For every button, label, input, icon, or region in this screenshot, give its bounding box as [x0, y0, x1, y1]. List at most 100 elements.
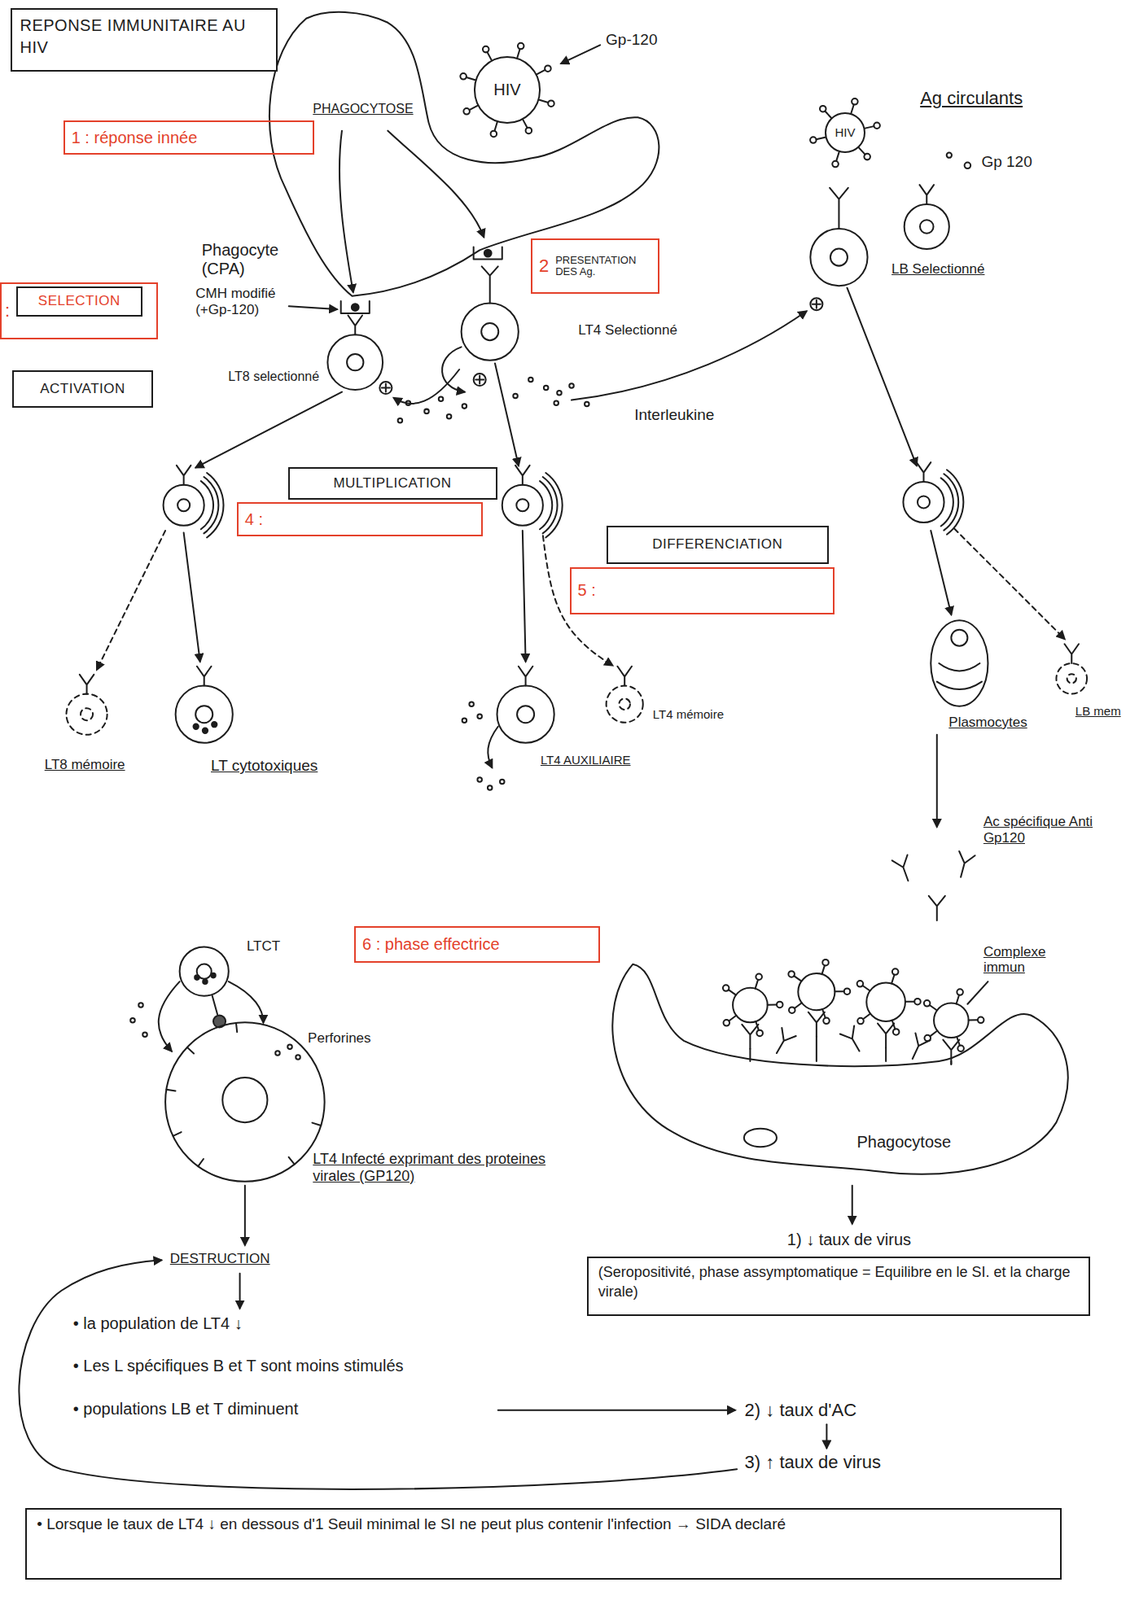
arrow-line: [196, 392, 342, 469]
gp120-spike: [728, 1016, 736, 1022]
antibody: [808, 1012, 825, 1038]
arrow-line: [239, 1274, 241, 1310]
perforin-arrow: [228, 981, 264, 1023]
step-box: 6 : phase effectrice: [354, 926, 601, 964]
box-label: ACTIVATION: [39, 381, 126, 398]
box-label: (Seropositivité, phase assymptomatique =…: [598, 1263, 1079, 1302]
gp120-knob: [756, 1030, 763, 1038]
step-box: 5 :: [569, 567, 836, 615]
gp120-spike: [466, 77, 476, 80]
title-box: REPONSE IMMUNITAIRE AU HIV: [10, 8, 278, 72]
box-label: 5 :: [578, 581, 596, 601]
gp120-spike: [905, 1001, 915, 1004]
receptor: [515, 465, 531, 486]
gp120-spike: [968, 1019, 978, 1021]
cell-nucleus: [744, 1129, 777, 1148]
stage-box: DIFFERENCIATION: [606, 525, 829, 566]
gp120-spike: [834, 990, 844, 993]
arrow-line: [495, 363, 519, 465]
receptor: [617, 666, 632, 687]
arrow-line: [930, 530, 951, 615]
membrane-pore: [289, 1157, 295, 1166]
cell-nucleus: [830, 249, 848, 267]
gp120-knob: [823, 1018, 830, 1026]
gp120-knob: [857, 981, 864, 988]
receptor: [197, 666, 212, 687]
antibody: [741, 1025, 758, 1050]
arrow-line: [846, 288, 916, 466]
membrane-pore: [236, 1023, 237, 1033]
granule: [202, 728, 208, 734]
molecule-dot: [406, 401, 412, 407]
cell-nucleus: [516, 705, 535, 723]
cell-body: [461, 303, 519, 361]
division-arc: [206, 473, 224, 538]
molecule-dot: [512, 394, 518, 399]
receptor: [1064, 643, 1079, 664]
gp120-knob: [788, 971, 795, 978]
arrow-line: [183, 533, 201, 662]
perforin-arrow: [158, 981, 180, 1052]
gp120-spike: [850, 104, 854, 114]
box-label: PRESENTATION DES Ag.: [555, 254, 652, 279]
gp120-spike: [824, 110, 832, 118]
membrane-pore: [172, 1132, 181, 1137]
box-label: HIV: [834, 125, 855, 140]
step-box: 2PRESENTATION DES Ag.: [530, 238, 660, 294]
gp120-knob: [723, 1020, 731, 1027]
antigen-fragment: [351, 303, 360, 312]
gp120-knob: [776, 1002, 784, 1009]
annotation: LB mem: [1073, 704, 1126, 719]
molecule-dot: [398, 418, 404, 424]
arrow-line: [289, 306, 338, 310]
annotation: Perforines: [306, 1030, 373, 1048]
molecule-dot: [477, 714, 482, 719]
antibody: [840, 1025, 867, 1056]
gp120-knob: [924, 1000, 931, 1008]
gp120-free: [964, 162, 972, 170]
arrow-line: [851, 1186, 854, 1224]
receptor: [919, 184, 934, 205]
molecule-dot: [556, 390, 562, 396]
cell-nucleus: [195, 705, 213, 723]
cell-body: [327, 334, 383, 390]
gp120-knob: [459, 73, 467, 80]
gp120-spike: [891, 975, 894, 985]
gp120-spike: [767, 1003, 777, 1006]
membrane-pore: [311, 1123, 321, 1126]
cell-nucleus: [80, 708, 93, 721]
mhc-molecule: [473, 247, 503, 260]
cell-nucleus: [950, 630, 968, 647]
gp120-knob: [844, 988, 851, 995]
gp120-knob: [755, 973, 763, 981]
annotation: Phagocyte (CPA): [200, 240, 296, 279]
antibody: [952, 851, 975, 880]
molecule-dot: [468, 701, 474, 707]
infected-cell: [165, 1022, 325, 1183]
gp120-spike: [793, 976, 802, 982]
receptor: [481, 266, 499, 303]
receptor: [212, 996, 218, 1016]
division-arc: [941, 477, 954, 526]
stimulation-sign: [381, 384, 390, 393]
box-label: MULTIPLICATION: [332, 475, 452, 492]
stimulation-sign: [379, 381, 392, 395]
annotation: LT8 mémoire: [43, 757, 128, 774]
gp120-knob: [977, 1017, 985, 1025]
granule: [202, 979, 208, 985]
cell-nucleus: [346, 354, 364, 371]
granule: [194, 975, 200, 981]
arrow-line: [96, 530, 166, 670]
gp120-spike: [516, 48, 520, 58]
molecule-dot: [543, 385, 549, 391]
annotation: 2) ↓ taux d'AC: [743, 1400, 859, 1421]
gp120-knob: [463, 108, 470, 115]
annotation: Complexe immun: [981, 944, 1083, 977]
stimulation-sign: [473, 373, 487, 386]
annotation: Gp 120: [979, 153, 1034, 171]
annotation: LT cytotoxiques: [209, 757, 320, 776]
division-arc: [543, 477, 558, 534]
phagocytosis-arrow: [339, 131, 354, 293]
cell-body: [496, 686, 554, 744]
